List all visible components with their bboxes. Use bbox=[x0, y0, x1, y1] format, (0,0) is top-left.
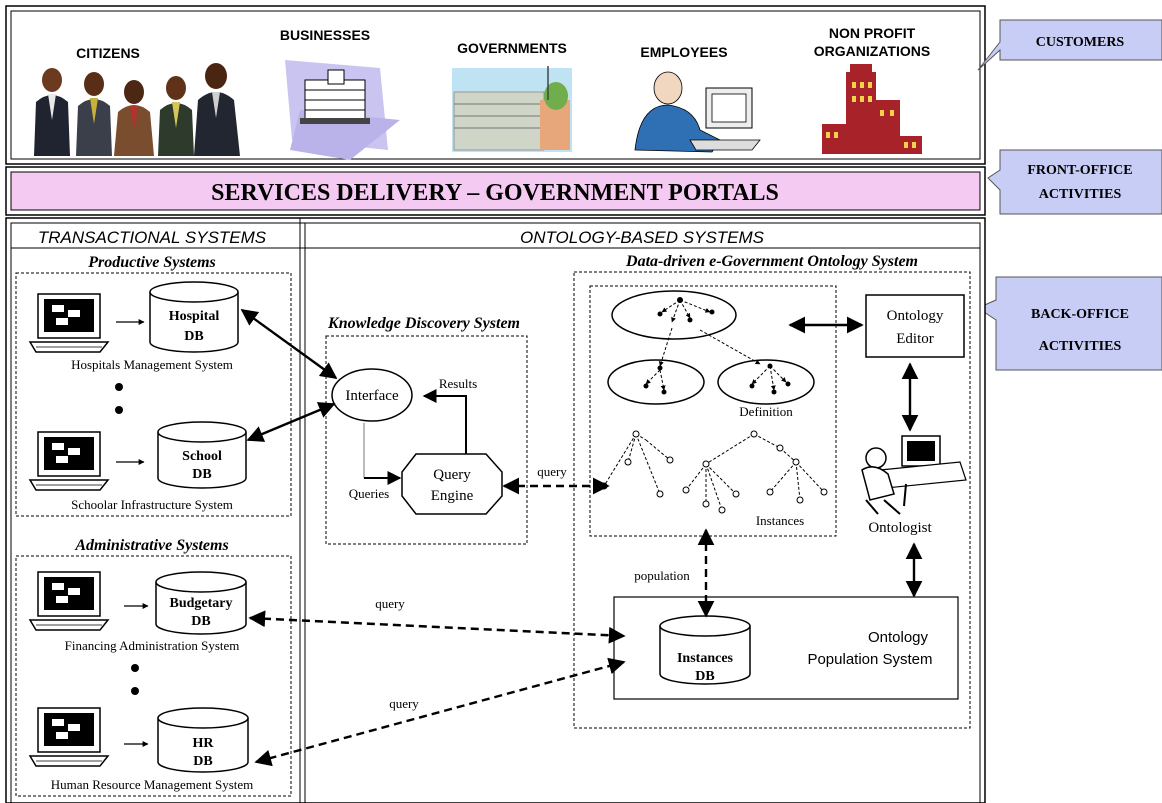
hr-db-name: HR bbox=[193, 736, 215, 751]
knowledge-discovery-box: Knowledge Discovery System Interface Res… bbox=[325, 315, 528, 545]
front-office-label-line1: FRONT-OFFICE bbox=[1027, 163, 1132, 178]
queries-label: Queries bbox=[349, 486, 389, 501]
employees-label: EMPLOYEES bbox=[640, 44, 727, 60]
businesses-group: BUSINESSES bbox=[280, 27, 400, 160]
ontologist-label: Ontologist bbox=[868, 520, 932, 536]
connectors bbox=[240, 309, 923, 767]
hr-computer-icon bbox=[29, 707, 109, 767]
query-label-engine: query bbox=[537, 464, 567, 479]
nonprofit-label-line1: NON PROFIT bbox=[829, 25, 916, 41]
front-office-callout: FRONT-OFFICE ACTIVITIES bbox=[987, 149, 1162, 215]
hospital-db-name: Hospital bbox=[169, 309, 220, 324]
population-system-line1: Ontology bbox=[868, 629, 929, 646]
administrative-systems-title: Administrative Systems bbox=[74, 537, 228, 554]
instances-db-suffix: DB bbox=[695, 669, 714, 684]
hospital-computer-icon bbox=[29, 293, 109, 353]
back-office-label-line1: BACK-OFFICE bbox=[1031, 307, 1129, 322]
instances-db-name: Instances bbox=[677, 651, 734, 666]
employees-group: EMPLOYEES bbox=[634, 44, 761, 153]
government-building-icon bbox=[452, 66, 572, 152]
employee-at-computer-icon bbox=[634, 71, 761, 153]
back-office-label-line2: ACTIVITIES bbox=[1039, 339, 1122, 354]
ontology-editor-line1: Ontology bbox=[887, 308, 944, 324]
ontology-definition-graph bbox=[607, 290, 815, 405]
productive-systems-title: Productive Systems bbox=[87, 254, 216, 271]
hospital-db-icon bbox=[149, 281, 239, 353]
governments-group: GOVERNMENTS bbox=[452, 40, 572, 152]
customers-callout-label: CUSTOMERS bbox=[1036, 35, 1125, 50]
hospital-db-suffix: DB bbox=[184, 329, 203, 344]
budget-computer-icon bbox=[29, 571, 109, 631]
population-system-line2: Population System bbox=[807, 651, 932, 668]
productive-systems-box: Productive Systems Hospital DB Hospitals… bbox=[15, 254, 292, 517]
ontologist-icon bbox=[861, 435, 967, 515]
citizens-label: CITIZENS bbox=[76, 45, 140, 61]
hr-db-icon bbox=[157, 707, 249, 773]
hr-db-suffix: DB bbox=[193, 754, 212, 769]
query-engine-line2: Engine bbox=[431, 488, 474, 504]
interface-label: Interface bbox=[345, 388, 399, 404]
administrative-systems-box: Administrative Systems Budgetary DB Fina… bbox=[15, 537, 292, 797]
school-db-suffix: DB bbox=[192, 467, 211, 482]
ellipsis-dots bbox=[131, 664, 139, 695]
budget-system-label: Financing Administration System bbox=[65, 638, 240, 653]
nonprofit-label-line2: ORGANIZATIONS bbox=[814, 43, 930, 59]
tower-building-icon bbox=[822, 64, 922, 154]
ontology-system-box: Data-driven e-Government Ontology System bbox=[573, 253, 971, 729]
hr-system-label: Human Resource Management System bbox=[51, 777, 254, 792]
hospital-system-label: Hospitals Management System bbox=[71, 357, 233, 372]
query-label-hr: query bbox=[389, 696, 419, 711]
nonprofit-group: NON PROFIT ORGANIZATIONS bbox=[814, 25, 930, 154]
ontology-editor-node bbox=[865, 294, 965, 358]
budget-db-suffix: DB bbox=[191, 614, 210, 629]
budget-db-icon bbox=[155, 571, 247, 635]
population-label: population bbox=[634, 568, 690, 583]
instances-db-icon bbox=[659, 615, 751, 685]
citizens-group: CITIZENS bbox=[34, 45, 240, 156]
businesses-label: BUSINESSES bbox=[280, 27, 370, 43]
results-label: Results bbox=[439, 376, 477, 391]
ontology-instances-graph bbox=[603, 433, 825, 511]
customers-callout: CUSTOMERS bbox=[977, 19, 1162, 71]
ontology-systems-heading: ONTOLOGY-BASED SYSTEMS bbox=[520, 228, 765, 247]
budget-db-name: Budgetary bbox=[170, 596, 233, 611]
school-computer-icon bbox=[29, 431, 109, 491]
interface-node bbox=[331, 368, 413, 422]
office-building-icon bbox=[285, 60, 400, 160]
query-label-budget: query bbox=[375, 596, 405, 611]
school-db-icon bbox=[157, 421, 247, 489]
instances-label: Instances bbox=[756, 513, 804, 528]
governments-label: GOVERNMENTS bbox=[457, 40, 567, 56]
front-office-label-line2: ACTIVITIES bbox=[1039, 187, 1122, 202]
ontology-editor-line2: Editor bbox=[896, 331, 934, 347]
query-engine-line1: Query bbox=[433, 467, 471, 483]
transactional-systems-heading: TRANSACTIONAL SYSTEMS bbox=[38, 228, 267, 247]
school-db-name: School bbox=[182, 449, 222, 464]
banner-title: SERVICES DELIVERY – GOVERNMENT PORTALS bbox=[211, 180, 779, 206]
back-office-callout: BACK-OFFICE ACTIVITIES bbox=[976, 276, 1162, 371]
services-banner: SERVICES DELIVERY – GOVERNMENT PORTALS bbox=[5, 166, 986, 216]
school-system-label: Schoolar Infrastructure System bbox=[71, 497, 233, 512]
ellipsis-dots bbox=[115, 383, 123, 414]
query-engine-node bbox=[401, 453, 503, 515]
definition-label: Definition bbox=[739, 404, 793, 419]
knowledge-discovery-title: Knowledge Discovery System bbox=[327, 315, 520, 332]
citizens-icon bbox=[34, 63, 240, 156]
ontology-system-title: Data-driven e-Government Ontology System bbox=[625, 253, 918, 270]
